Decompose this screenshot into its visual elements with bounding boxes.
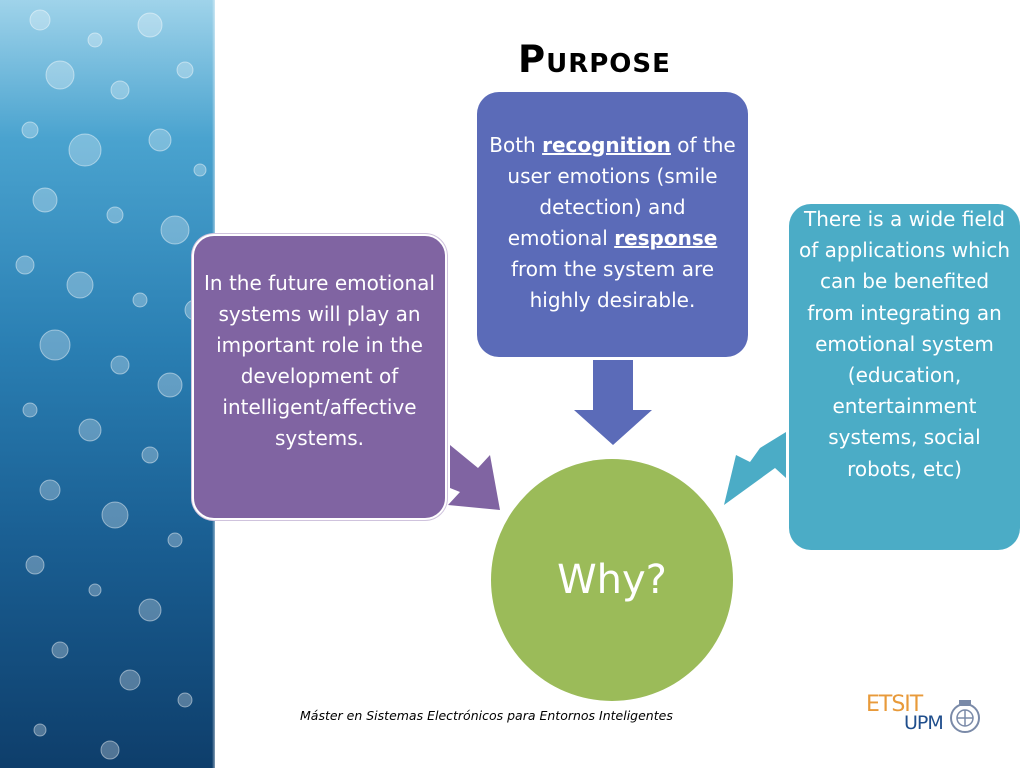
top-box-text-part1: Both (489, 133, 543, 157)
university-seal-icon (950, 700, 980, 733)
logo-upm-text: UPM (904, 712, 944, 734)
top-box-response: response (614, 226, 718, 250)
logo-etsit-text: ETSIT (866, 692, 923, 717)
water-background (0, 0, 215, 768)
arrow-left-to-circle (448, 445, 500, 510)
top-box-text: Both recognition of the user emotions (s… (487, 130, 738, 316)
top-box-text-part2: of the user emotions (smile detection) a… (507, 133, 736, 250)
left-box-text: In the future emotional systems will pla… (204, 271, 435, 450)
arrow-right-to-circle (724, 432, 786, 505)
slide-footer: Máster en Sistemas Electrónicos para Ent… (300, 708, 673, 723)
bubbles-decoration (15, 9, 207, 760)
right-box: There is a wide field of applications wh… (789, 204, 1020, 550)
right-box-text: There is a wide field of applications wh… (799, 207, 1010, 481)
top-box-text-part3: from the system are highly desirable. (510, 257, 715, 312)
top-box-recognition: recognition (542, 133, 671, 157)
top-box: Both recognition of the user emotions (s… (477, 92, 748, 357)
arrow-down (574, 360, 652, 445)
left-box: In the future emotional systems will pla… (192, 234, 447, 520)
etsit-upm-logo: ETSIT UPM (866, 692, 986, 742)
why-label: Why? (557, 557, 667, 603)
why-circle: Why? (491, 459, 733, 701)
slide-title: Purpose (518, 38, 671, 81)
